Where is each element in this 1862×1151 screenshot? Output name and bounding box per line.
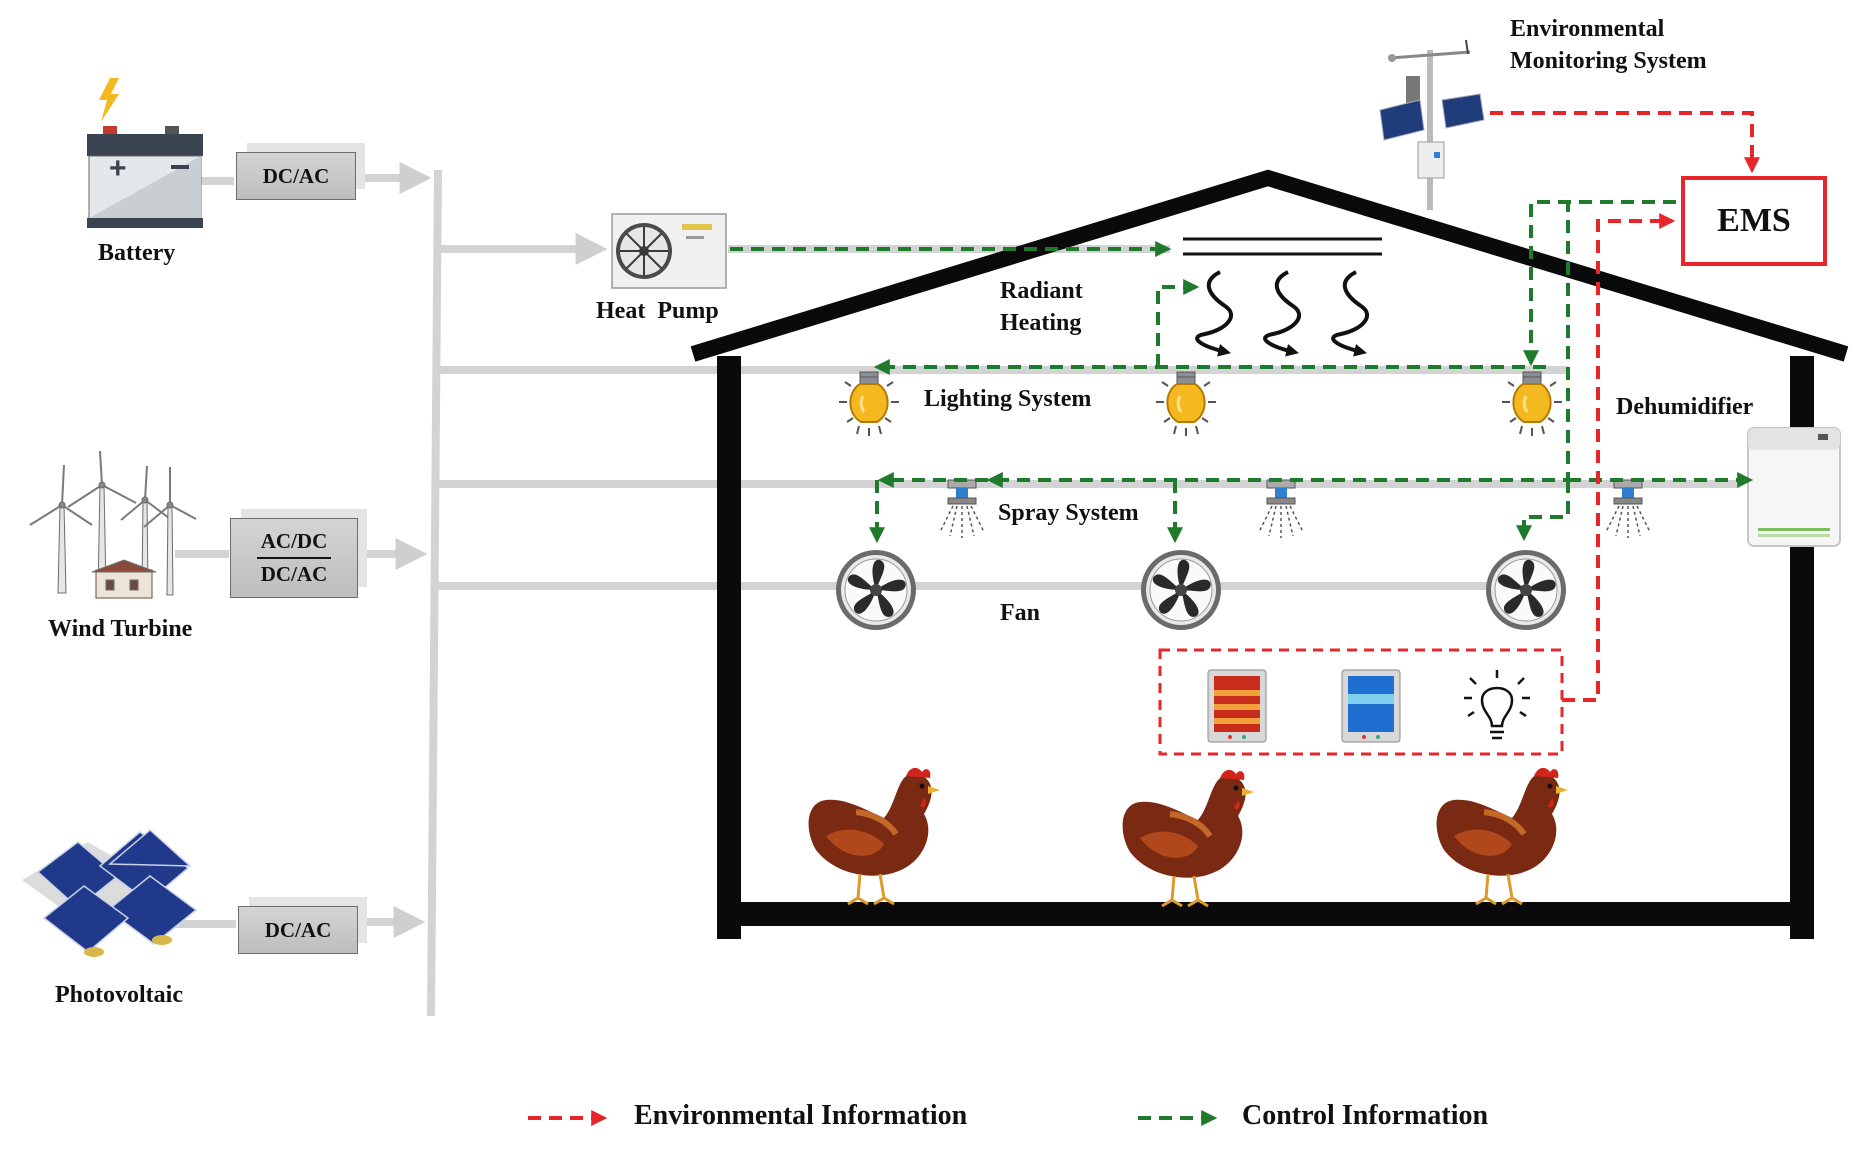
ems-box: EMS bbox=[1681, 176, 1827, 266]
solar-panel-icon bbox=[22, 829, 198, 957]
heat-pump-label: Heat Pump bbox=[596, 298, 719, 324]
monitoring-label-2: Monitoring System bbox=[1510, 48, 1707, 74]
weather-station-icon bbox=[1379, 39, 1485, 210]
legend-control-label: Control Information bbox=[1242, 1100, 1489, 1131]
svg-text:+: + bbox=[109, 152, 127, 185]
battery-icon: + bbox=[87, 78, 203, 228]
converter-label-acdc: AC/DC bbox=[260, 529, 328, 553]
poultry-house bbox=[690, 169, 1849, 939]
dehumidifier-icon bbox=[1747, 427, 1841, 547]
wind-converter: AC/DC DC/AC bbox=[230, 518, 358, 598]
photovoltaic-label: Photovoltaic bbox=[55, 982, 183, 1008]
spray-system-label: Spray System bbox=[998, 500, 1139, 526]
radiant-heater-icon bbox=[1183, 237, 1382, 357]
sprinkler-icon bbox=[1605, 479, 1651, 539]
light-bulb-icon bbox=[837, 370, 901, 438]
converter-divider bbox=[257, 557, 331, 559]
chicken-icon bbox=[1123, 770, 1254, 906]
thermal-sensor-icon bbox=[1207, 669, 1267, 743]
sprinkler-icon bbox=[939, 479, 985, 539]
wind-turbine-icon bbox=[29, 450, 197, 599]
wind-turbine-label: Wind Turbine bbox=[48, 616, 193, 642]
fan-icon bbox=[1485, 549, 1567, 631]
battery-label: Battery bbox=[98, 240, 176, 266]
environmental-lines bbox=[1490, 111, 1760, 702]
humidity-sensor-icon bbox=[1341, 669, 1401, 743]
light-bulb-icon bbox=[1154, 370, 1218, 438]
dehumidifier-label: Dehumidifier bbox=[1616, 394, 1754, 420]
fan-icon bbox=[1140, 549, 1222, 631]
chicken-icon bbox=[1437, 768, 1568, 904]
sprinkler-icon bbox=[1258, 479, 1304, 539]
converter-label: DC/AC bbox=[262, 163, 330, 188]
fan-icon bbox=[835, 549, 917, 631]
sensor-group bbox=[1158, 648, 1564, 756]
chicken-icon bbox=[809, 768, 940, 904]
lighting-system-label: Lighting System bbox=[924, 386, 1092, 412]
converter-label: DC/AC bbox=[264, 917, 332, 942]
ems-label: EMS bbox=[1717, 202, 1791, 239]
fan-label: Fan bbox=[1000, 600, 1041, 626]
heat-pump-icon bbox=[611, 213, 727, 289]
monitoring-label-1: Environmental bbox=[1510, 16, 1665, 42]
light-bulb-icon bbox=[1500, 370, 1564, 438]
converter-label-dcac: DC/AC bbox=[260, 562, 328, 586]
radiant-heating-label-1: Radiant bbox=[1000, 278, 1083, 304]
pv-dcac-converter: DC/AC bbox=[238, 906, 358, 954]
legend-environmental-label: Environmental Information bbox=[634, 1100, 968, 1131]
light-sensor-icon bbox=[1464, 670, 1530, 740]
battery-dcac-converter: DC/AC bbox=[236, 152, 356, 200]
radiant-heating-label-2: Heating bbox=[1000, 310, 1082, 336]
